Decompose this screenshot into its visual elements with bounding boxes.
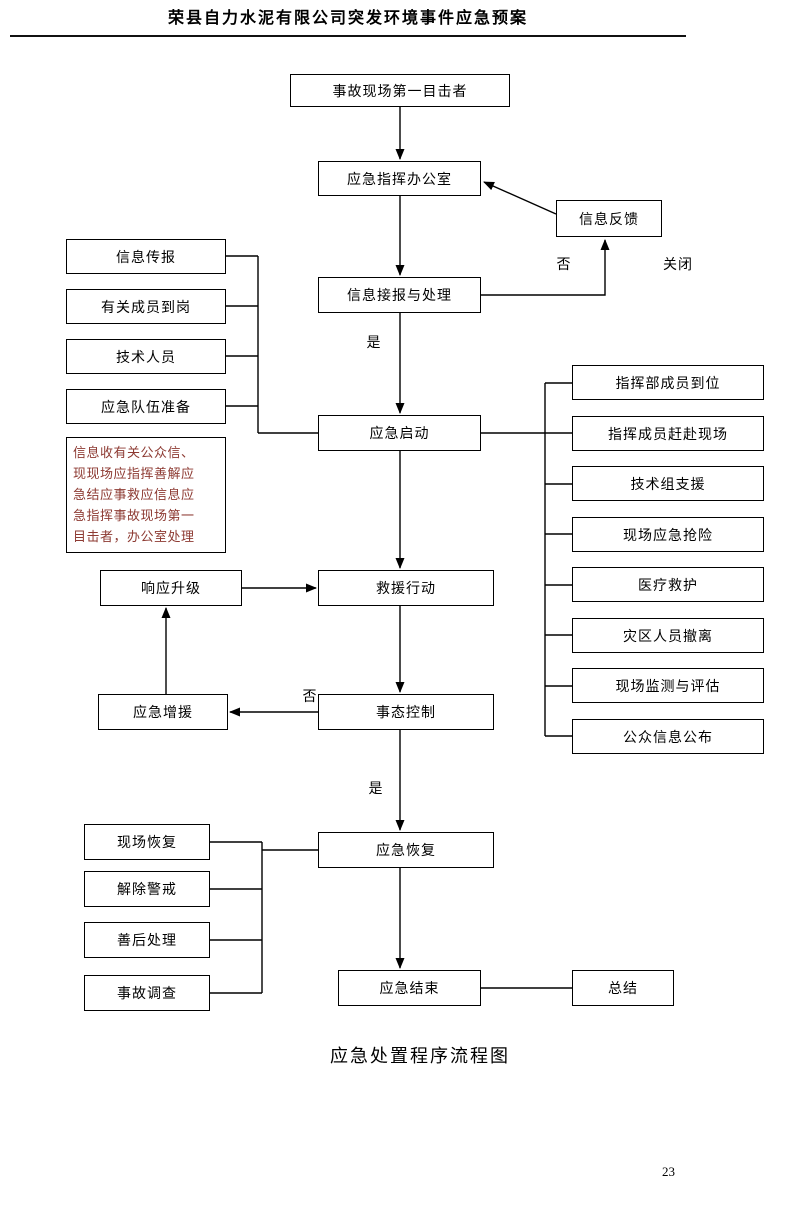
header-title: 荣县自力水泥有限公司突发环境事件应急预案 xyxy=(10,4,686,37)
node-aftermath-handling: 善后处理 xyxy=(84,922,210,958)
left-bus-lines xyxy=(226,255,318,434)
label-control-no: 否 xyxy=(302,688,318,704)
node-summary: 总结 xyxy=(572,970,674,1006)
node-public-information: 公众信息公布 xyxy=(572,719,764,754)
node-reinforcement: 应急增援 xyxy=(98,694,228,730)
node-evacuation: 灾区人员撤离 xyxy=(572,618,764,653)
right-bus-lines xyxy=(481,382,572,737)
bottom-left-bus-lines xyxy=(210,841,318,994)
label-start-yes: 是 xyxy=(366,334,382,350)
node-info-processing: 信息接报与处理 xyxy=(318,277,481,313)
node-members-on-duty: 有关成员到岗 xyxy=(66,289,226,324)
node-hq-members-in-place: 指挥部成员到位 xyxy=(572,365,764,400)
node-first-witness: 事故现场第一目击者 xyxy=(290,74,510,107)
node-medical-aid: 医疗救护 xyxy=(572,567,764,602)
node-accident-investigation: 事故调查 xyxy=(84,975,210,1011)
feedback-loop-lines xyxy=(481,181,610,296)
node-emergency-end: 应急结束 xyxy=(338,970,481,1006)
node-rescue-action: 救援行动 xyxy=(318,570,494,606)
node-site-restore: 现场恢复 xyxy=(84,824,210,860)
page-number: 23 xyxy=(662,1164,675,1179)
node-members-to-scene: 指挥成员赶赴现场 xyxy=(572,416,764,451)
node-emergency-start: 应急启动 xyxy=(318,415,481,451)
node-team-preparation: 应急队伍准备 xyxy=(66,389,226,424)
node-onsite-rescue: 现场应急抢险 xyxy=(572,517,764,552)
node-tech-staff: 技术人员 xyxy=(66,339,226,374)
node-monitoring-evaluation: 现场监测与评估 xyxy=(572,668,764,703)
label-close: 关闭 xyxy=(663,256,693,272)
label-recovery-yes: 是 xyxy=(368,780,384,796)
node-annotation-text: 信息收有关公众信、 现现场应指挥善解应 急结应事救应信息应 急指挥事故现场第一 … xyxy=(66,437,226,553)
node-info-report: 信息传报 xyxy=(66,239,226,274)
node-situation-control: 事态控制 xyxy=(318,694,494,730)
flowchart-caption: 应急处置程序流程图 xyxy=(330,1046,510,1066)
node-response-upgrade: 响应升级 xyxy=(100,570,242,606)
label-feedback-no: 否 xyxy=(556,256,572,272)
node-info-feedback: 信息反馈 xyxy=(556,200,662,237)
node-lift-alert: 解除警戒 xyxy=(84,871,210,907)
node-tech-support: 技术组支援 xyxy=(572,466,764,501)
node-command-office: 应急指挥办公室 xyxy=(318,161,481,196)
node-emergency-recovery: 应急恢复 xyxy=(318,832,494,868)
